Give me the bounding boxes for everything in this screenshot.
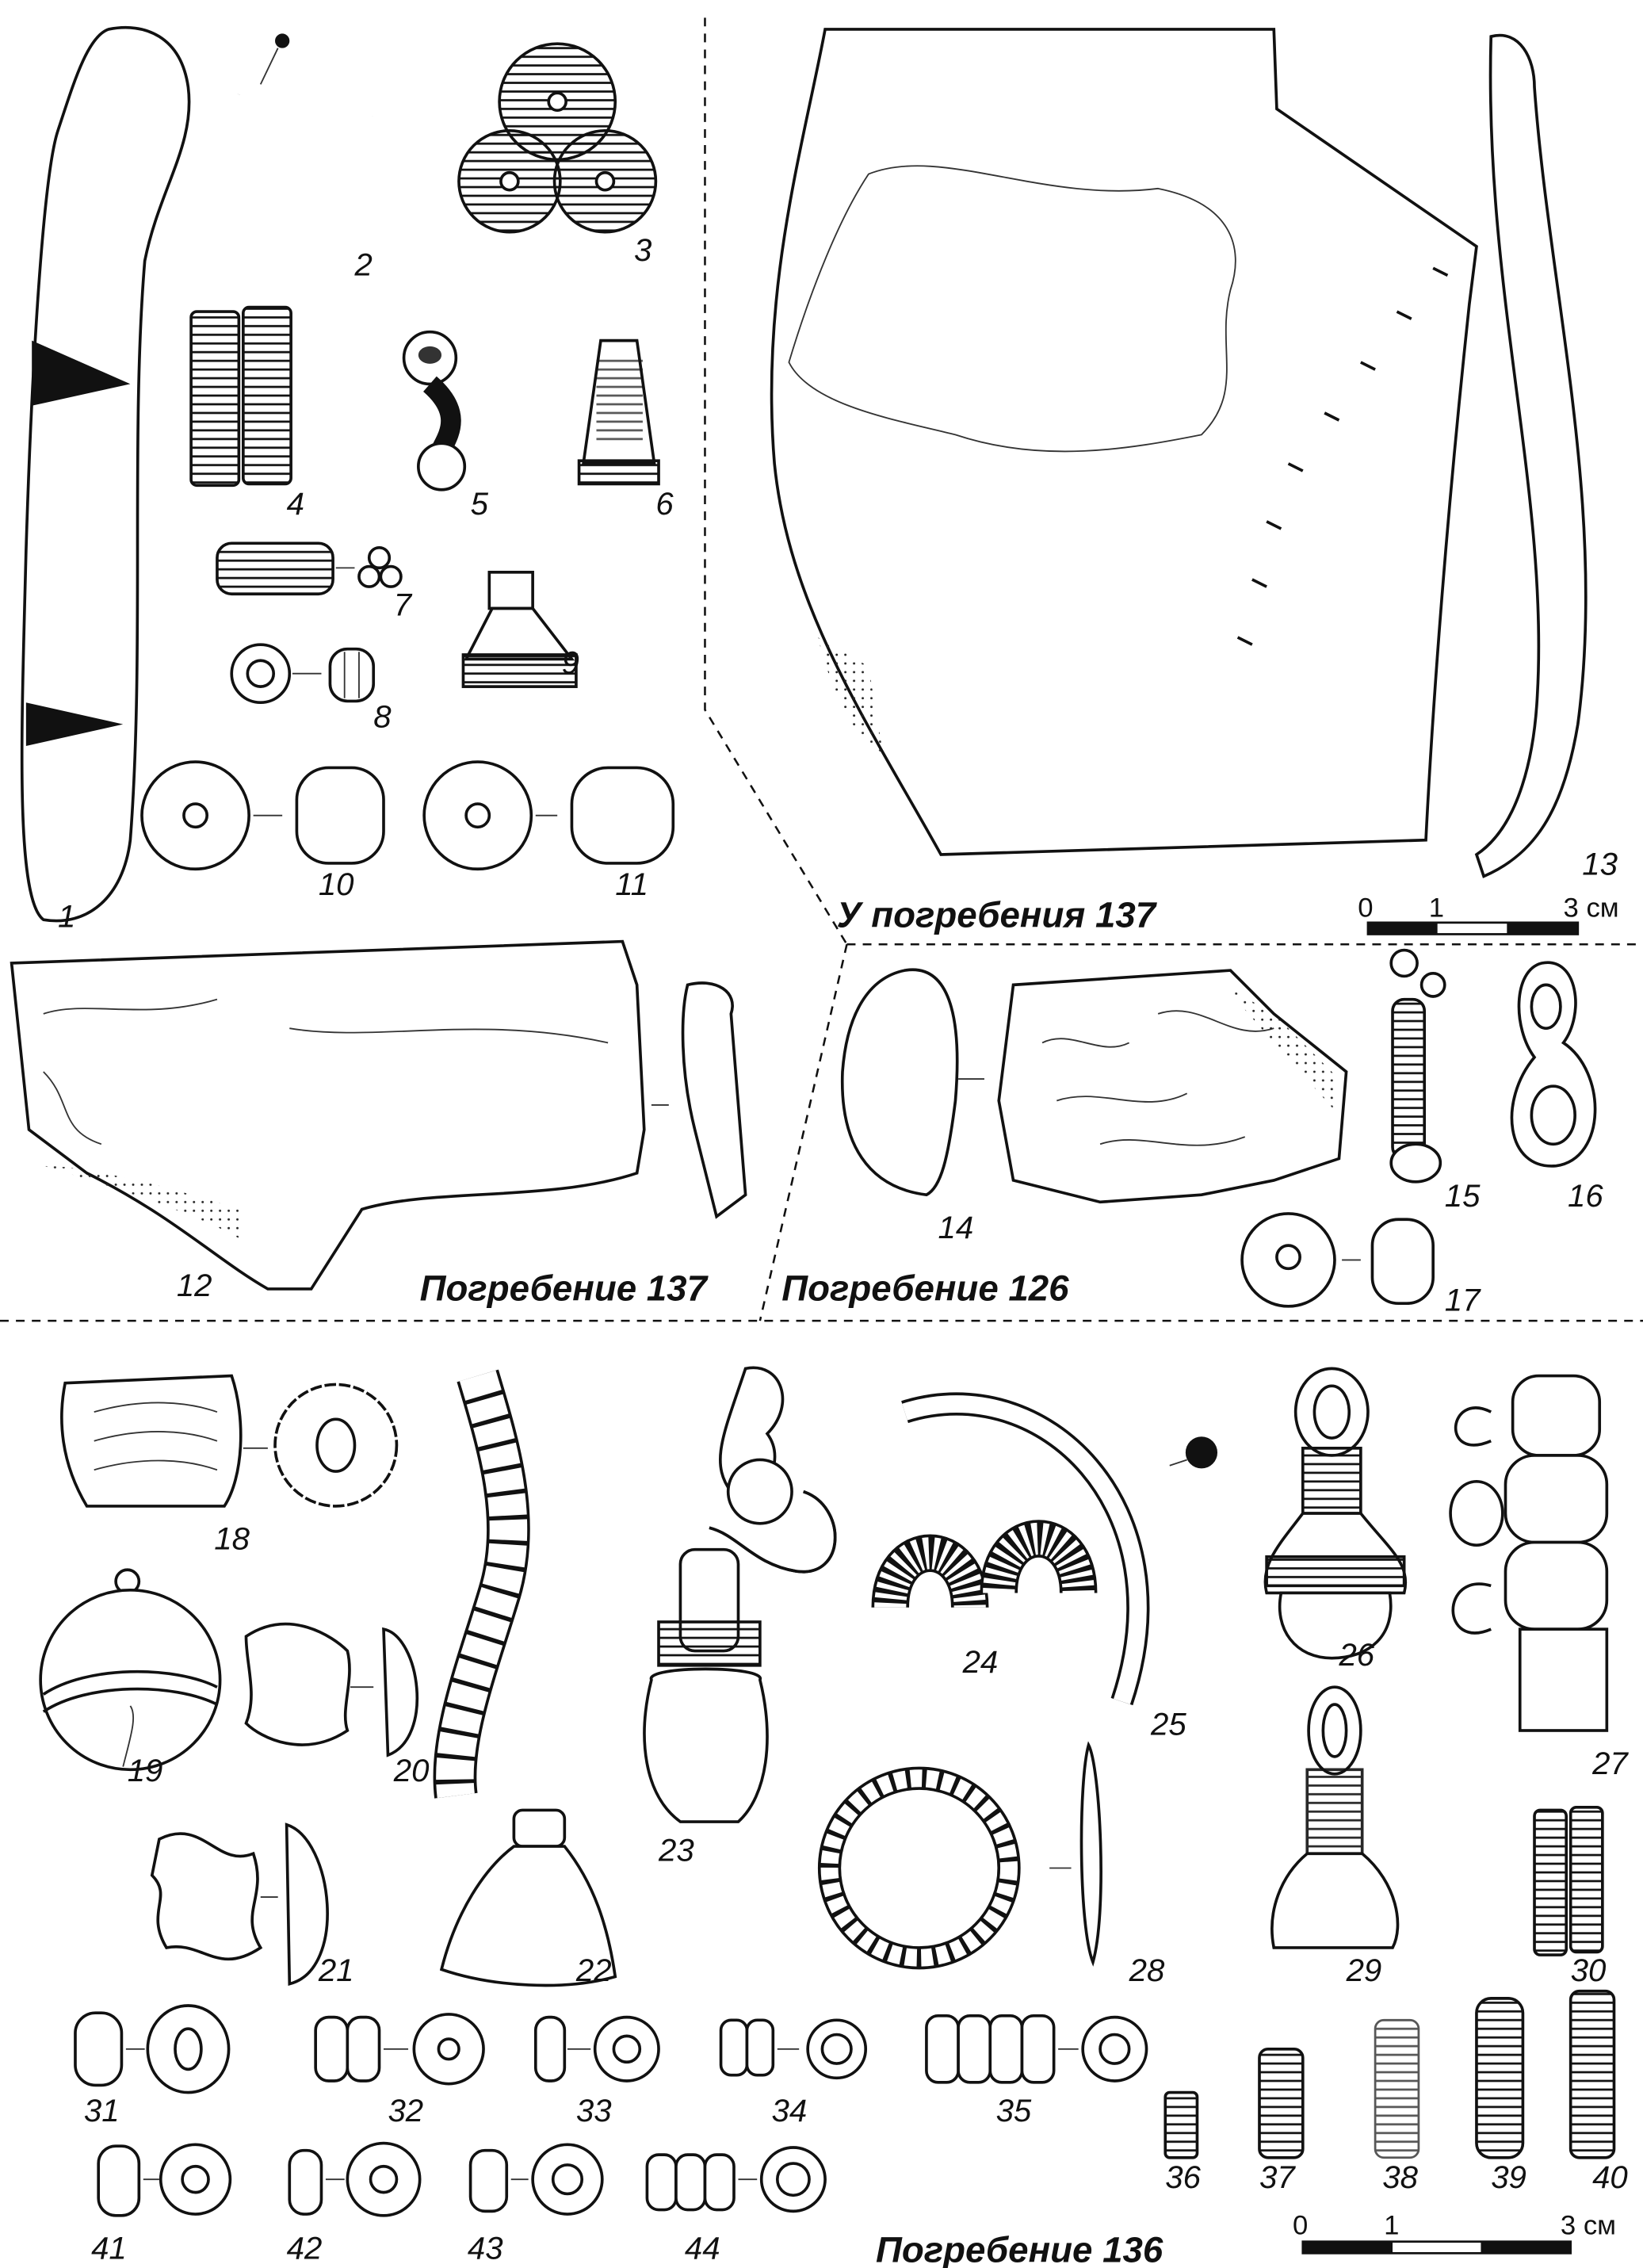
artifact-19-bell [39, 1568, 222, 1772]
scale-bar-top: 0 1 3 см [1358, 893, 1619, 935]
artifact-12-sherd [10, 939, 747, 1291]
figure-number: 27 [1591, 1746, 1629, 1781]
artifact-30-spiral-beads [1533, 1805, 1604, 1956]
figure-number: 32 [388, 2093, 423, 2128]
figure-number: 7 [394, 587, 413, 623]
figure-number: 28 [1129, 1952, 1165, 1988]
artifact-4-spiral-beads [189, 305, 292, 488]
figure-number: 36 [1165, 2159, 1201, 2195]
artifact-13-vessel [770, 28, 1588, 878]
artifact-15-pendant [1389, 948, 1446, 1184]
artifact-5-pendant [402, 330, 467, 491]
figure-number: 42 [287, 2231, 323, 2266]
figure-number: 31 [84, 2093, 120, 2128]
figure-number: 18 [214, 1521, 250, 1557]
scale-bar-bottom: 0 1 3 см [1293, 2211, 1616, 2255]
artifact-26-pendant [1263, 1367, 1408, 1660]
scale-zero: 0 [1358, 893, 1373, 924]
artifact-27-segmented-bead [1449, 1374, 1609, 1732]
artifact-14-sherd [840, 968, 1348, 1204]
figure-number: 5 [471, 486, 489, 522]
figure-number: 9 [562, 645, 579, 681]
small-beads [74, 2004, 1148, 2217]
figure-number: 30 [1571, 1952, 1607, 1988]
figure-number: 1 [58, 898, 75, 934]
scale-three: 3 см [1564, 893, 1619, 924]
artifact-25-torc-fragment [901, 1392, 1218, 1706]
artifact-9-bell [461, 571, 578, 688]
figure-number: 41 [91, 2231, 127, 2266]
artifact-3-spiral-ornament [457, 42, 658, 234]
spiral-beads-36-40 [1163, 1989, 1616, 2159]
figure-number: 25 [1150, 1706, 1186, 1742]
figure-number: 29 [1346, 1952, 1382, 1988]
figure-number: 11 [615, 866, 648, 902]
figure-number: 14 [938, 1210, 974, 1245]
scale-three: 3 см [1561, 2211, 1616, 2241]
figure-number: 16 [1568, 1178, 1603, 1214]
figure-number: 21 [318, 1952, 354, 1988]
heading-burial-137: Погребение 137 [420, 1268, 709, 1309]
scale-one: 1 [1384, 2211, 1399, 2241]
figure-number: 3 [634, 232, 651, 268]
figure-number: 12 [177, 1268, 212, 1303]
figure-number: 44 [685, 2231, 720, 2266]
artifact-spiral-tube [433, 1369, 530, 1799]
heading-burial-126: Погребение 126 [781, 1268, 1069, 1309]
artifact-20-bead [244, 1622, 419, 1757]
artifact-11-bead [422, 760, 675, 871]
figure-number: 40 [1592, 2159, 1628, 2195]
figure-numbers: 1 2 3 4 5 6 7 8 9 10 11 12 13 14 15 16 1… [58, 232, 1629, 2266]
artifact-6-bell [577, 338, 660, 486]
section-dividers [0, 17, 1643, 1322]
figure-number: 6 [655, 486, 674, 522]
figure-number: 43 [468, 2231, 503, 2266]
figure-number: 35 [996, 2093, 1032, 2128]
figure-number: 2 [353, 247, 372, 282]
artifact-17-bead [1240, 1212, 1435, 1308]
scale-zero: 0 [1293, 2211, 1308, 2241]
figure-number: 22 [575, 1952, 612, 1988]
artifact-18-bead [60, 1374, 399, 1508]
figure-number: 17 [1445, 1282, 1481, 1318]
figure-number: 19 [128, 1753, 163, 1788]
heading-near-burial-137: У погребения 137 [837, 894, 1158, 935]
heading-burial-136: Погребение 136 [876, 2229, 1163, 2268]
artifact-28-twisted-ring [817, 1741, 1102, 1970]
artifact-8-bead [230, 643, 376, 705]
artifact-10-bead [140, 760, 385, 871]
figure-number: 8 [373, 698, 392, 734]
figure-number: 33 [576, 2093, 612, 2128]
figure-number: 13 [1582, 847, 1618, 882]
artifact-23-pendant [643, 1366, 837, 1823]
figure-number: 26 [1338, 1637, 1374, 1673]
artifact-1-tool [20, 25, 191, 923]
artifact-24-spiral-coils [871, 1520, 1098, 1609]
figure-number: 24 [962, 1644, 999, 1680]
figure-number: 37 [1259, 2159, 1296, 2195]
artifact-29-pendant [1270, 1685, 1400, 1949]
artifact-21-bead [150, 1822, 329, 1986]
figure-number: 20 [393, 1753, 430, 1788]
figure-number: 39 [1491, 2159, 1526, 2195]
figure-number: 4 [287, 486, 304, 522]
figure-number: 10 [319, 866, 354, 902]
artifact-7-beads [216, 541, 403, 596]
artifact-2-wire-ring [219, 33, 377, 210]
artifact-22-bell [439, 1808, 617, 1987]
artifact-16-figure-eight [1510, 961, 1597, 1168]
scale-one: 1 [1429, 893, 1444, 924]
figure-number: 15 [1445, 1178, 1481, 1214]
figure-number: 34 [771, 2093, 807, 2128]
figure-number: 38 [1382, 2159, 1418, 2195]
figure-number: 23 [658, 1832, 694, 1868]
